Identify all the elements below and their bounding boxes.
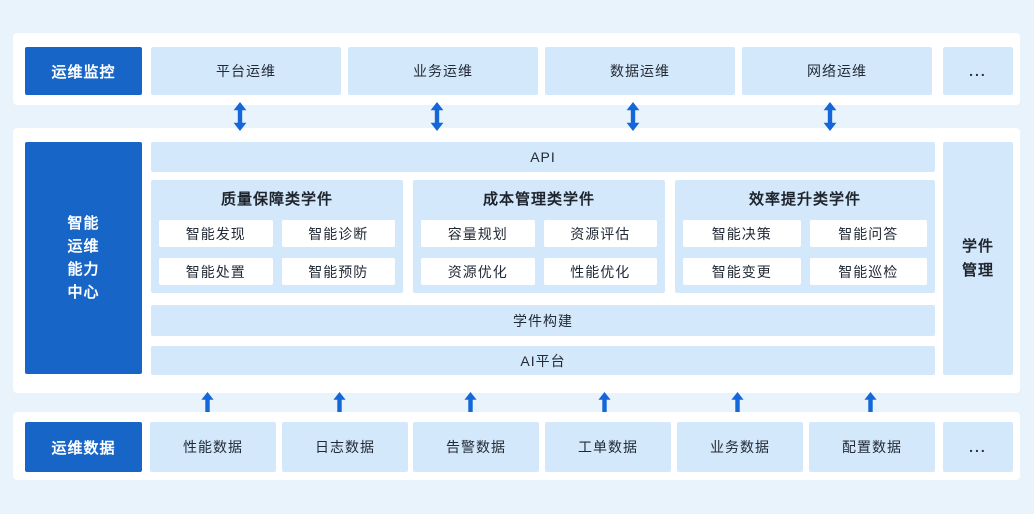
component-cell: 智能预防	[281, 258, 395, 285]
data-item-label: 业务数据	[710, 439, 770, 455]
data-row-title-label: 运维数据	[51, 439, 116, 457]
component-cell: 资源优化	[421, 258, 535, 285]
group-cost-management: 成本管理类学件 容量规划 资源评估 资源优化 性能优化	[413, 180, 665, 293]
component-cell: 智能处置	[159, 258, 273, 285]
manage-line: 管理	[961, 261, 994, 279]
ai-platform-bar: AI平台	[151, 346, 935, 375]
up-arrow-icon	[598, 392, 611, 412]
component-cell: 容量规划	[421, 220, 535, 247]
data-item-config: 配置数据	[809, 422, 935, 472]
group-grid: 智能发现 智能诊断 智能处置 智能预防	[159, 220, 395, 285]
data-item-label: 日志数据	[315, 439, 375, 455]
component-cell: 性能优化	[543, 258, 657, 285]
ellipsis-label: ...	[969, 439, 987, 455]
component-cell: 智能巡检	[809, 258, 927, 285]
component-cell: 智能发现	[159, 220, 273, 247]
monitor-item-label: 业务运维	[413, 63, 473, 79]
data-item-log: 日志数据	[282, 422, 408, 472]
data-item-label: 告警数据	[446, 439, 506, 455]
monitor-item-platform: 平台运维	[151, 47, 341, 95]
group-efficiency-improvement: 效率提升类学件 智能决策 智能问答 智能变更 智能巡检	[675, 180, 935, 293]
data-item-business: 业务数据	[677, 422, 803, 472]
up-arrow-icon	[731, 392, 744, 412]
title-line: 智能	[67, 215, 100, 232]
data-item-ellipsis: ...	[943, 422, 1013, 472]
monitor-item-business: 业务运维	[348, 47, 538, 95]
monitor-item-label: 平台运维	[216, 63, 276, 79]
up-arrow-icon	[464, 392, 477, 412]
up-arrow-icon	[864, 392, 877, 412]
monitor-item-ellipsis: ...	[943, 47, 1013, 95]
ellipsis-label: ...	[969, 63, 987, 79]
group-quality-assurance: 质量保障类学件 智能发现 智能诊断 智能处置 智能预防	[151, 180, 403, 293]
data-item-alert: 告警数据	[413, 422, 539, 472]
up-down-arrow-icon	[823, 102, 837, 131]
data-item-label: 配置数据	[842, 439, 902, 455]
monitor-item-data: 数据运维	[545, 47, 735, 95]
group-title: 质量保障类学件	[220, 191, 333, 208]
title-line: 运维	[67, 238, 100, 255]
monitor-item-label: 网络运维	[807, 63, 867, 79]
title-line: 能力	[67, 261, 100, 278]
up-arrow-icon	[333, 392, 346, 412]
component-management-box: 学件 管理	[943, 142, 1013, 375]
up-down-arrow-icon	[626, 102, 640, 131]
ai-platform-label: AI平台	[520, 352, 566, 369]
up-arrow-icon	[201, 392, 214, 412]
manage-line: 学件	[961, 237, 994, 255]
component-cell: 智能决策	[683, 220, 801, 247]
monitor-row-title-label: 运维监控	[51, 63, 116, 81]
up-down-arrow-icon	[233, 102, 247, 131]
data-item-label: 性能数据	[183, 439, 243, 455]
group-title: 效率提升类学件	[748, 191, 861, 208]
monitor-item-label: 数据运维	[610, 63, 670, 79]
component-cell: 资源评估	[543, 220, 657, 247]
data-row-title: 运维数据	[25, 422, 142, 472]
group-grid: 容量规划 资源评估 资源优化 性能优化	[421, 220, 657, 285]
component-build-label: 学件构建	[513, 312, 573, 329]
monitor-row-title: 运维监控	[25, 47, 142, 95]
capability-center-title: 智能 运维 能力 中心	[25, 142, 142, 374]
group-grid: 智能决策 智能问答 智能变更 智能巡检	[683, 220, 927, 285]
title-line: 中心	[67, 284, 100, 301]
up-down-arrow-icon	[430, 102, 444, 131]
api-bar: API	[151, 142, 935, 172]
monitor-item-network: 网络运维	[742, 47, 932, 95]
data-item-performance: 性能数据	[150, 422, 276, 472]
data-item-ticket: 工单数据	[545, 422, 671, 472]
component-cell: 智能变更	[683, 258, 801, 285]
data-item-label: 工单数据	[578, 439, 638, 455]
component-cell: 智能问答	[809, 220, 927, 247]
component-build-bar: 学件构建	[151, 305, 935, 336]
component-cell: 智能诊断	[281, 220, 395, 247]
group-title: 成本管理类学件	[482, 191, 595, 208]
api-label: API	[530, 149, 556, 165]
